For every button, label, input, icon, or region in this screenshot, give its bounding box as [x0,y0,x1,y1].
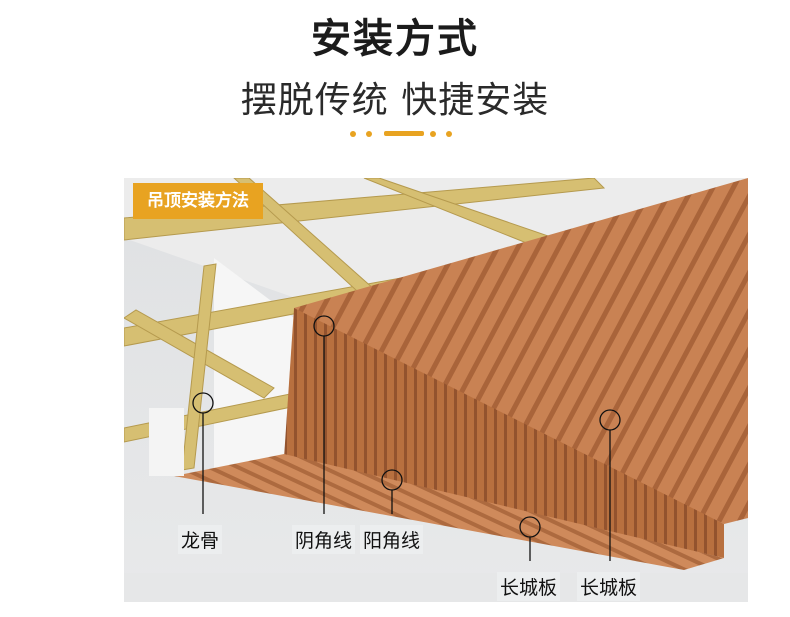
keel-beam [181,263,217,471]
divider-bar [384,131,424,136]
divider-dot [446,131,452,137]
divider-dot [366,131,372,137]
keel-label: 龙骨 [178,525,223,554]
ceiling-installation-illustration [124,178,748,602]
long-panel-lower [174,454,724,570]
callouts [192,315,621,561]
page-title: 安装方式 [311,16,479,62]
page-subtitle: 摆脱传统 快捷安装 [240,80,550,121]
floor-strip [124,573,748,602]
title-divider [0,129,790,139]
inner-corner-face [284,308,724,558]
long-panel-label-1: 长城板 [497,572,561,601]
outer-corner-label: 阳角线 [360,525,424,554]
ceiling-illustration-svg [124,178,748,602]
wall-opening [149,408,184,476]
divider-dot [430,131,436,137]
method-tag: 吊顶安装方法 [133,183,263,219]
long-panel-ceiling [294,178,748,524]
keel-beam [124,178,606,241]
long-panel-label-2: 长城板 [577,572,641,601]
divider-dot [350,131,356,137]
inner-corner-label: 阴角线 [292,525,356,554]
